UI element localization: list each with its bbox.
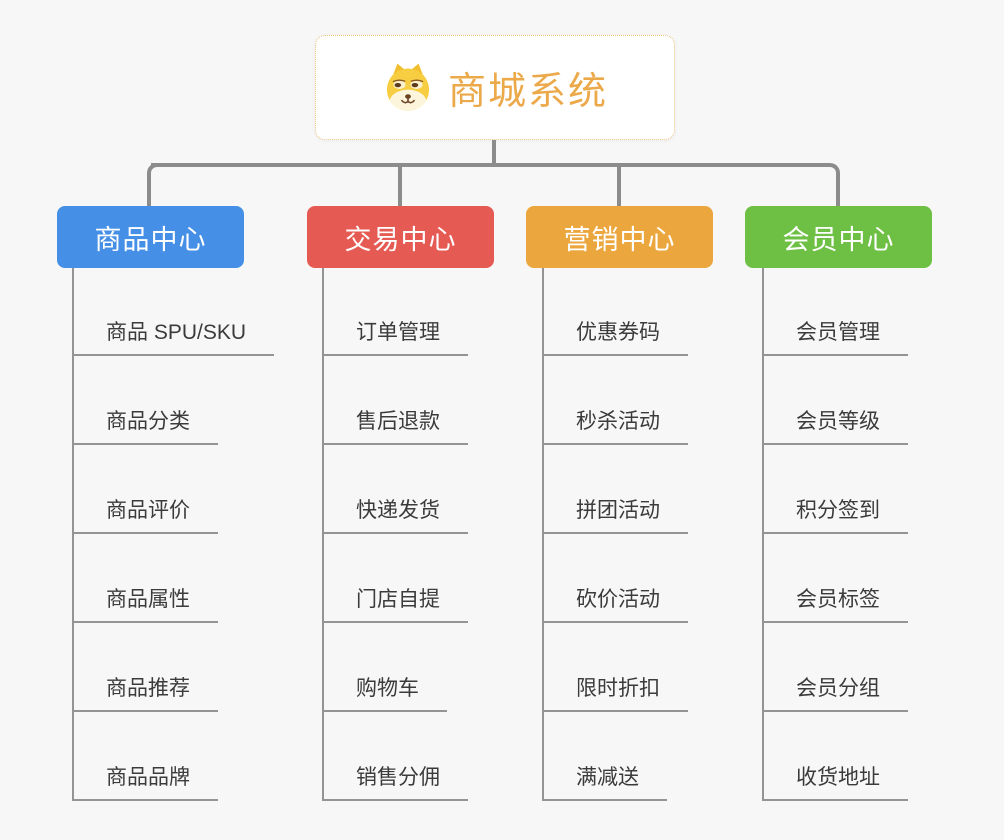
- column-rail: [322, 268, 324, 801]
- column-rail: [542, 268, 544, 801]
- leaf-node[interactable]: 砍价活动: [542, 588, 688, 623]
- leaf-node[interactable]: 商品分类: [72, 410, 218, 445]
- leaf-node[interactable]: 商品推荐: [72, 677, 218, 712]
- trunk-line: [151, 163, 826, 167]
- trunk-corner-right: [826, 163, 840, 177]
- leaf-node[interactable]: 收货地址: [762, 766, 908, 801]
- leaf-node[interactable]: 门店自提: [322, 588, 468, 623]
- leaf-node[interactable]: 售后退款: [322, 410, 468, 445]
- branch-drop-line: [617, 163, 621, 206]
- leaf-node[interactable]: 订单管理: [322, 321, 468, 356]
- leaf-node[interactable]: 商品评价: [72, 499, 218, 534]
- leaf-node[interactable]: 快递发货: [322, 499, 468, 534]
- leaf-node[interactable]: 商品 SPU/SKU: [72, 321, 275, 356]
- leaf-node[interactable]: 购物车: [322, 677, 447, 712]
- branch-node-marketing[interactable]: 营销中心: [526, 206, 713, 268]
- branch-node-member[interactable]: 会员中心: [745, 206, 932, 268]
- branch-node-product[interactable]: 商品中心: [57, 206, 244, 268]
- column-rail: [72, 268, 74, 801]
- leaf-node[interactable]: 会员分组: [762, 677, 908, 712]
- root-label: 商城系统: [447, 71, 608, 113]
- leaf-node[interactable]: 商品属性: [72, 588, 218, 623]
- root-stem-line: [492, 140, 496, 165]
- column-rail: [762, 268, 764, 801]
- branch-drop-line: [147, 175, 151, 206]
- branch-drop-line: [836, 175, 840, 206]
- leaf-node[interactable]: 销售分佣: [322, 766, 468, 801]
- branch-drop-line: [398, 163, 402, 206]
- root-node[interactable]: 商城系统: [315, 35, 675, 140]
- leaf-node[interactable]: 拼团活动: [542, 499, 688, 534]
- leaf-node[interactable]: 会员等级: [762, 410, 908, 445]
- leaf-node[interactable]: 限时折扣: [542, 677, 688, 712]
- leaf-node[interactable]: 优惠券码: [542, 321, 688, 356]
- leaf-node[interactable]: 积分签到: [762, 499, 908, 534]
- leaf-node[interactable]: 会员管理: [762, 321, 908, 356]
- leaf-node[interactable]: 秒杀活动: [542, 410, 688, 445]
- branch-node-trade[interactable]: 交易中心: [307, 206, 494, 268]
- leaf-node[interactable]: 商品品牌: [72, 766, 218, 801]
- dog-face-icon: [386, 63, 430, 111]
- leaf-node[interactable]: 会员标签: [762, 588, 908, 623]
- leaf-node[interactable]: 满减送: [542, 766, 667, 801]
